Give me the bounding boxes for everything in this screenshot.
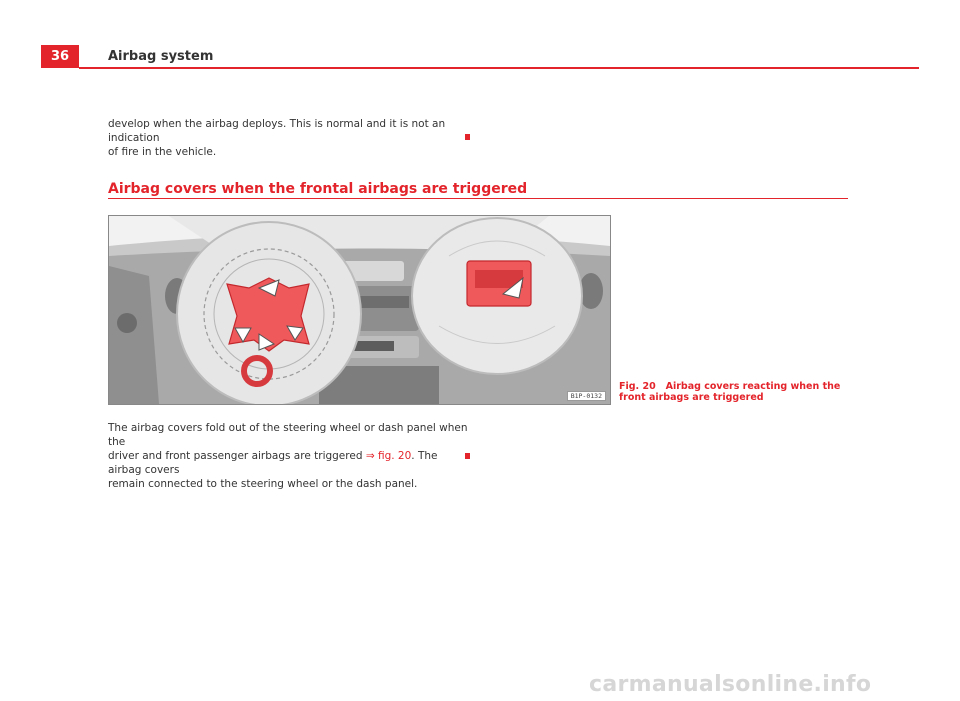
body-line-2b: . The airbag covers	[108, 450, 438, 476]
figure-code: B1P-0132	[566, 391, 606, 401]
section-heading: Airbag covers when the frontal airbags a…	[108, 181, 528, 197]
intro-line-1: develop when the airbag deploys. This is…	[108, 118, 446, 144]
page-number: 36	[41, 45, 79, 68]
airbag-figure: B1P-0132	[108, 215, 611, 405]
section-end-marker	[465, 134, 470, 140]
intro-line-2: of fire in the vehicle.	[108, 146, 217, 158]
body-line-2a: driver and front passenger airbags are t…	[108, 450, 366, 462]
section-end-marker-2	[465, 453, 470, 459]
page-header-title: Airbag system	[108, 49, 214, 64]
body-line-1: The airbag covers fold out of the steeri…	[108, 422, 468, 448]
figure-caption-label: Fig. 20	[619, 381, 656, 392]
header-divider	[79, 67, 919, 69]
airbag-illustration	[109, 216, 610, 404]
section-divider	[108, 198, 848, 199]
figure-caption-text: Airbag covers reacting when the front ai…	[619, 381, 841, 403]
body-paragraph: The airbag covers fold out of the steeri…	[108, 421, 468, 491]
watermark: carmanualsonline.info	[589, 672, 872, 697]
figure-reference-link[interactable]: ⇒ fig. 20	[365, 450, 412, 462]
body-line-3: remain connected to the steering wheel o…	[108, 478, 418, 490]
intro-paragraph: develop when the airbag deploys. This is…	[108, 117, 468, 159]
figure-caption: Fig. 20 Airbag covers reacting when the …	[619, 381, 851, 403]
